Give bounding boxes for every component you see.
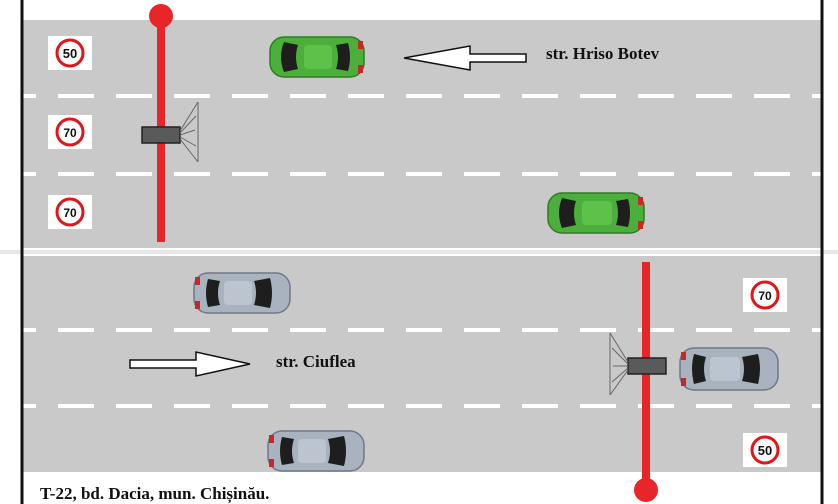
- median-strip: [0, 248, 838, 256]
- silver-car-south-2: [679, 347, 779, 391]
- location-caption: T-22, bd. Dacia, mun. Chișinău.: [40, 484, 270, 503]
- silver-car-south-1: [193, 272, 291, 314]
- speed-sign-north-2: 70: [48, 115, 92, 149]
- svg-text:50: 50: [63, 46, 77, 61]
- silver-car-south-3: [267, 430, 365, 472]
- green-car-north-1: [269, 36, 365, 78]
- speed-camera-icon: [141, 101, 199, 163]
- camera-pole-south: [634, 262, 658, 502]
- arrow-right-icon: [129, 351, 251, 377]
- street-label-south: str. Ciuflea: [276, 352, 356, 371]
- svg-text:70: 70: [63, 206, 77, 220]
- speed-sign-south-2: 50: [743, 433, 787, 467]
- street-label-north: str. Hriso Botev: [546, 44, 660, 63]
- speed-camera-icon: [609, 332, 667, 396]
- svg-text:70: 70: [758, 289, 772, 303]
- speed-sign-south-1: 70: [743, 278, 787, 312]
- speed-sign-north-3: 70: [48, 195, 92, 229]
- speed-sign-north-1: 50: [48, 36, 92, 70]
- svg-text:50: 50: [758, 443, 772, 458]
- svg-text:70: 70: [63, 126, 77, 140]
- green-car-north-2: [547, 192, 645, 234]
- arrow-left-icon: [403, 45, 527, 71]
